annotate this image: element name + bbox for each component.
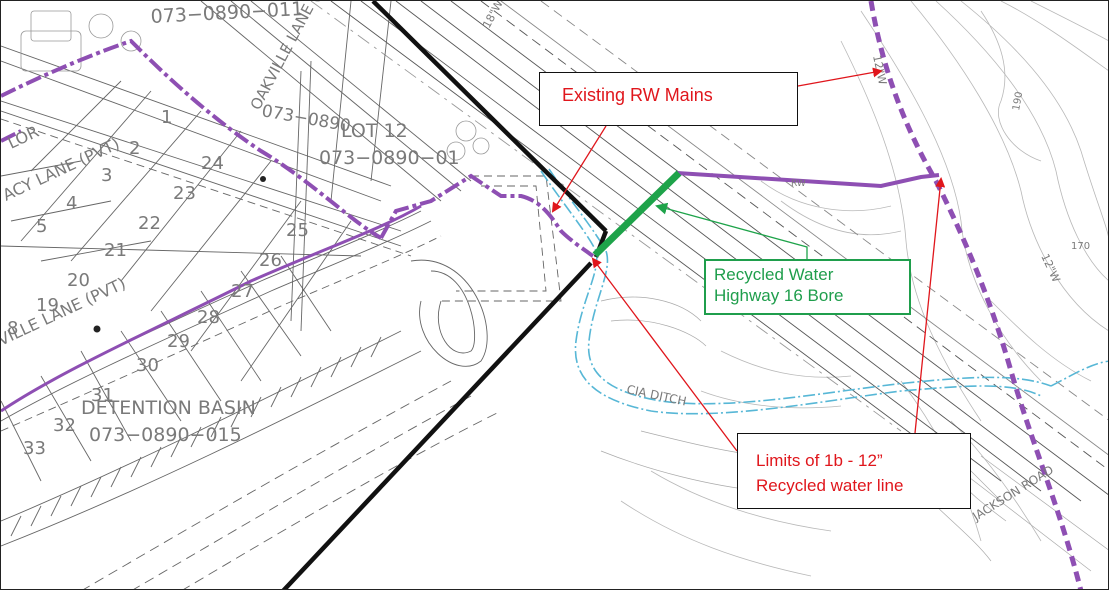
lot-number: 29 [167,331,190,352]
lot-number: 32 [53,415,76,436]
cia-ditch-channel [540,168,1108,415]
valve-marker [260,176,266,182]
contour-170-label: 170 [1071,241,1090,252]
terrain-hatching [600,296,1108,572]
callout-existing-rw-mains: Existing RW Mains [539,72,798,126]
apn-basin-label: 073−0890−015 [89,424,242,446]
callout-rw-mains-text: Existing RW Mains [562,85,713,105]
arrow-bore [655,202,808,259]
callout-limits-line1: Limits of 1b - 12” [756,451,883,470]
pipe-label-18w: 18"W [480,1,506,30]
contour-190-label: 190 [1011,91,1025,112]
arrow-limits-west [591,257,738,452]
lot-number: 26 [259,250,282,271]
detention-basin-label: DETENTION BASIN [81,397,256,419]
existing-rw-mains [1,38,595,413]
callout-bore-line1: Recycled Water [714,265,834,284]
lot-number: 21 [104,240,127,261]
rw-tag-label: RW [791,179,806,189]
building-symbols [20,10,490,161]
lot-number: 33 [23,438,46,459]
lot-number: 27 [231,281,254,302]
arrow-rw-mains-east [797,67,883,87]
highway-16-bore [592,170,682,258]
lot-number: 1 [161,107,172,128]
lot-number: 2 [129,138,140,159]
street-oakville-low: VILLE LANE (PVT) [1,274,129,350]
callout-limits-1b: Limits of 1b - 12” Recycled water line [737,433,971,509]
pipe-label-12w-a: 12"W [870,54,889,86]
rw-line-1b [676,171,940,189]
callout-arrows [551,67,946,452]
apn-mid-label: 073−0890 [260,101,352,136]
cia-ditch-label: CIA DITCH [625,382,687,408]
lot-number: 23 [173,183,196,204]
lot-number: 4 [66,193,77,214]
lot-number: 25 [286,220,309,241]
apn-top-label: 073−0890−011 [150,1,304,28]
arrow-limits-east [914,177,946,434]
pipe-label-12w-b: 12"W [1038,252,1062,285]
callout-bore-line2: Highway 16 Bore [714,286,844,306]
manhole-marker [93,325,101,333]
lot-number: 30 [136,355,159,376]
lot12-label: LOT 12 [341,120,408,142]
lot-number: 5 [36,216,47,237]
lot-number: 19 [36,295,59,316]
lot-number: 20 [67,270,90,291]
lot-number: 22 [138,213,161,234]
lot-number: 28 [197,307,220,328]
lot-number: 31 [91,385,114,406]
rw-main-12in-east [868,1,1084,589]
arrow-rw-mains-west [551,125,607,213]
street-lor: LOR [5,122,42,153]
lot-number: 24 [201,153,224,174]
callout-highway-16-bore: Recycled Water Highway 16 Bore [704,259,911,315]
lot-number: 8 [7,318,18,339]
lot-number: 3 [101,165,112,186]
callout-limits-line2: Recycled water line [756,475,904,495]
apn-lot12-label: 073−0890−01 [319,147,460,169]
street-jackson: JACKSON ROAD [969,463,1056,524]
